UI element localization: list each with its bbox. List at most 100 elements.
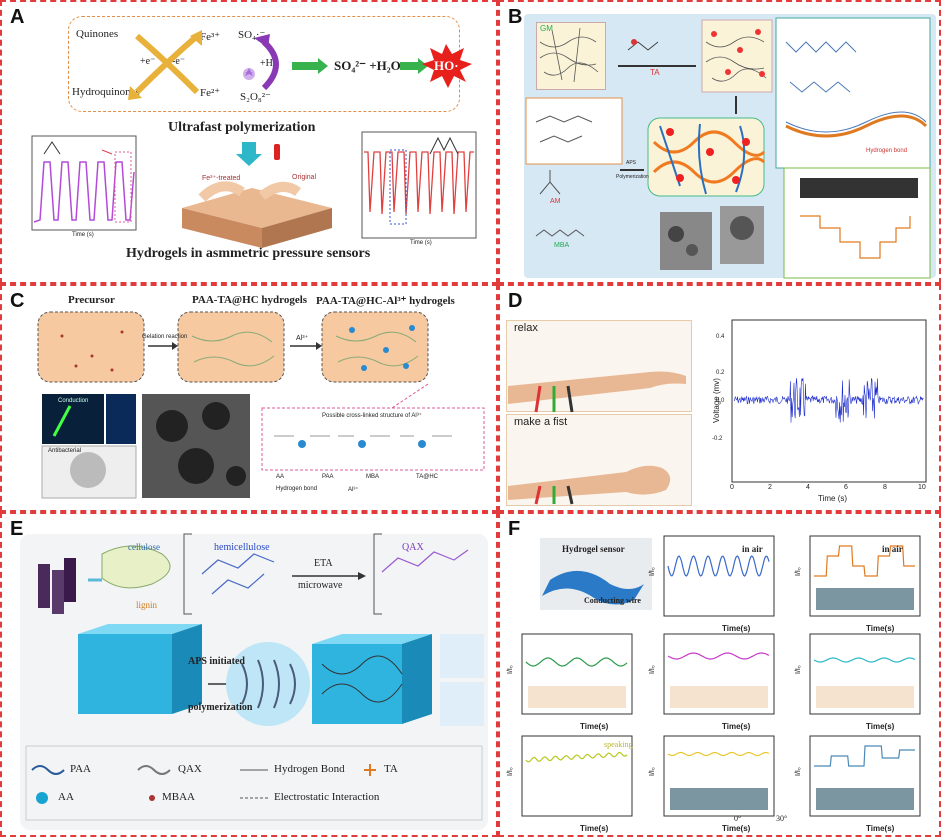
gel-scheme [37,311,485,499]
deg30-label: 30° [776,814,788,823]
emg-xlabel: Time (s) [818,494,848,503]
fe2-label: Fe²⁺ [200,87,221,99]
al-arrow-label: Al³⁺ [296,335,309,342]
legend-qax: QAX [178,763,202,775]
panel-a: A Quinones Hydroquinones -e⁻ +e⁻ Fe³⁺ Fe… [0,0,498,284]
f-plot-frame [521,633,633,715]
f-xlabel-7: Time(s) [722,824,751,833]
emg-ytick-2: 0.0 [716,398,725,404]
speaking-label: speaking [604,740,633,749]
f-plot-ylabel: I/I₀ [507,665,514,674]
gelation-label: Gelation reaction [142,334,188,340]
legend-electrostatic: Electrostatic Interaction [274,791,380,803]
f-plot-frame [663,535,775,617]
polymerization-label: polymerization [188,702,253,713]
f-xlabel-6: Time(s) [580,824,609,833]
possible-structure-label: Possible cross-linked structure of Al³⁺ [322,413,422,419]
quinones-label: Quinones [76,28,119,40]
f-plot-curve [813,657,916,663]
gm-label: GM [540,24,553,33]
in-air-label-2: in air [882,544,903,554]
legend-aa: AA [58,791,74,803]
panel-label: E [10,518,24,540]
antibacterial-label: Antibacterial [48,448,82,454]
legend-al: Al³⁺ [348,487,359,493]
emg-chart [731,319,927,483]
panel-d: D relax make a fist Voltage (mv) Time (s… [498,284,941,512]
panel-label: B [508,6,523,28]
f-plot-curve [667,652,770,660]
reaction-arrows [128,30,472,100]
f-plot-ylabel: I/I₀ [649,665,656,674]
minus-e-label: -e⁻ [172,56,186,67]
f-plot-photo-strip [670,788,768,810]
wire-label: Conducting wire [584,596,641,605]
f-plot-curve [667,751,770,757]
legend-tahc: TA@HC [416,474,438,480]
emg-xtick-4: 8 [883,484,887,491]
right-plot-xlabel: Time (s) [410,240,432,246]
emg-xtick-1: 2 [768,484,772,491]
gel2-title: PAA-TA@HC-Al³⁺ hydrogels [316,295,455,307]
fist-label: make a fist [514,416,568,428]
sensor-illustration [182,142,332,248]
aps-label: APS [626,160,637,166]
f-plot-ylabel: I/I₀ [795,567,802,576]
f-plot-photo-strip [670,686,768,708]
hbond-label: Hydrogen bond [866,148,908,154]
emg-trace [733,377,924,423]
panel-label: D [508,290,523,312]
f-plot-ylabel: I/I₀ [795,665,802,674]
f-xlabel-8: Time(s) [866,824,895,833]
synthesis-illustration [25,533,484,821]
left-plot-xlabel: Time (s) [72,232,94,238]
fe-treated-label: Fe³⁺-treated [202,175,241,182]
f-plot-photo-strip [528,686,626,708]
relax-label: relax [514,322,538,334]
legend-paa: PAA [322,474,334,480]
right-signal-plot [361,131,477,239]
f-plot-curve [814,545,915,577]
panel-label: A [10,6,25,28]
f-xlabel-5: Time(s) [866,722,895,731]
legend-ta: TA [384,763,398,775]
f-xlabel-1: Time(s) [722,624,751,633]
plus-e-label: +e⁻ [140,56,156,67]
panel-b: B GM TA AM MBA APS Polymerization Hydro [498,0,941,284]
gm-network-box [536,22,606,90]
lignin-label: lignin [136,600,158,610]
legend-mbaa: MBAA [162,791,196,803]
ultrafast-title: Ultrafast polymerization [168,120,316,135]
emg-xtick-0: 0 [730,484,734,491]
f-plot-frame [663,633,775,715]
legend-hbond: Hydrogen Bond [274,763,345,775]
f-plot-frame [809,535,921,617]
f-plot-ylabel: I/I₀ [649,567,656,576]
microwave-label: microwave [298,580,343,591]
hydroquinones-label: Hydroquinones [72,86,140,98]
ho-label: HO· [434,58,459,73]
f-plot-photo-strip [816,788,914,810]
panel-label: F [508,518,521,540]
in-air-label-1: in air [742,544,763,554]
f-plot-ylabel: I/I₀ [507,767,514,776]
emg-xtick-3: 6 [844,484,848,491]
hemicellulose-label: hemicellulose [214,542,270,553]
f-plot-curve [667,555,770,577]
f-xlabel-3: Time(s) [580,722,609,731]
polymerization-label: Polymerization [616,174,649,180]
f-plot-curve [525,751,628,763]
original-label: Original [292,174,317,181]
am-label: AM [550,198,561,205]
conduction-label: Conduction [58,398,89,404]
panel-c: C Precursor PAA-TA@HC hydrogels PAA-TA@H… [0,284,498,512]
cellulose-label: cellulose [128,542,160,552]
f-plot-frame [663,735,775,817]
f-plot-ylabel: I/I₀ [649,767,656,776]
panel-e: E cellulose lignin hemicellulose [0,512,498,837]
legend-aa: AA [276,474,285,480]
eta-label: ETA [314,558,333,569]
precursor-title: Precursor [68,294,115,306]
reaction-product-label: SO₄²⁻ +H₂O [334,58,401,73]
